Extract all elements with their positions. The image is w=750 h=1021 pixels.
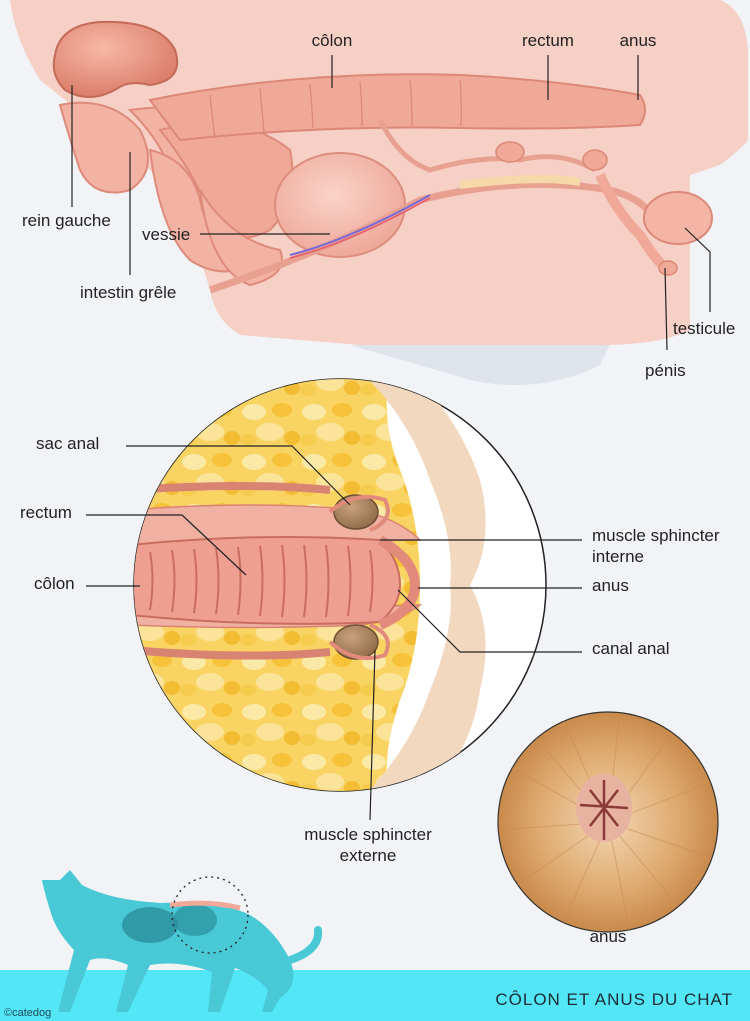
label-colon-mid: côlon — [34, 574, 75, 593]
label-sphincter-interne-2: interne — [592, 547, 644, 566]
left-kidney — [52, 20, 179, 98]
copyright: ©catedog — [4, 1007, 51, 1019]
label-intestin-grele: intestin grêle — [80, 283, 176, 302]
vas-deferens — [377, 118, 597, 173]
penis-shaft — [459, 175, 581, 189]
label-penis: pénis — [645, 361, 686, 380]
footer-title: CÔLON ET ANUS DU CHAT — [495, 990, 733, 1009]
body-shadow — [350, 345, 610, 385]
label-rectum-mid: rectum — [20, 503, 72, 522]
label-colon-top: côlon — [312, 31, 353, 50]
urethra — [208, 180, 664, 294]
colon-tube — [148, 73, 646, 142]
footer: CÔLON ET ANUS DU CHAT ©catedog — [0, 870, 750, 1021]
cat-silhouette — [42, 870, 294, 1012]
label-rectum-top: rectum — [522, 31, 574, 50]
label-anus-top: anus — [620, 31, 657, 50]
label-canal-anal: canal anal — [592, 639, 670, 658]
top-anatomy: côlon rectum anus rein gauche vessie int… — [10, 0, 748, 385]
label-anus-photo: anus — [590, 927, 627, 946]
small-intestine — [58, 101, 294, 287]
label-rein-gauche: rein gauche — [22, 211, 111, 230]
magnified-section: sac anal rectum côlon muscle sphincter i… — [20, 378, 720, 865]
label-testicule: testicule — [673, 319, 735, 338]
testicle — [643, 191, 713, 245]
label-sac-anal: sac anal — [36, 434, 99, 453]
label-vessie: vessie — [142, 225, 190, 244]
label-sphincter-externe-1: muscle sphincter — [304, 825, 432, 844]
label-sphincter-interne-1: muscle sphincter — [592, 526, 720, 545]
anus-photo: anus — [497, 711, 719, 946]
label-sphincter-externe-2: externe — [340, 846, 397, 865]
label-anus-mid: anus — [592, 576, 629, 595]
ureter — [289, 194, 431, 256]
